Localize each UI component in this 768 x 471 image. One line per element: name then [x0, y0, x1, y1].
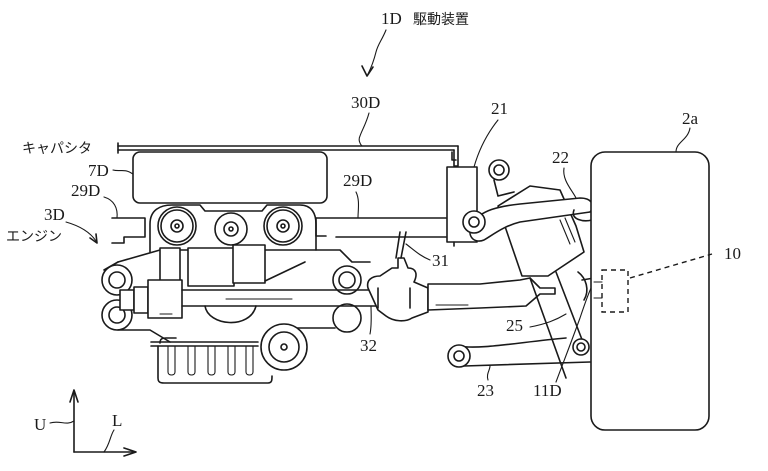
upper-arm-label: 22 — [552, 148, 569, 167]
title-leader — [367, 29, 387, 75]
up-axis-label: U — [34, 415, 46, 434]
upper-arm-leader — [563, 167, 577, 199]
up-arrow-icon — [69, 389, 79, 403]
rack-joint-leader — [405, 243, 431, 261]
capacitor-box — [132, 151, 328, 204]
title-ref-label: 1D — [381, 9, 402, 28]
bracket-left-label: 29D — [71, 181, 100, 200]
steering-unit-leader — [555, 285, 593, 383]
left-axis-label: L — [112, 411, 122, 430]
bracket-right — [315, 217, 447, 238]
engine-leader — [65, 221, 97, 242]
rack-shaft-leader — [369, 305, 372, 335]
title-text-label: 駆動装置 — [413, 12, 469, 28]
upper-arm — [462, 197, 594, 242]
lower-arm — [447, 337, 591, 368]
left-axis-leader — [103, 429, 115, 453]
left-arrow-icon — [123, 447, 137, 457]
bracket-right-label: 29D — [343, 171, 372, 190]
bracket-left — [111, 217, 146, 244]
engine-arrow-icon — [89, 233, 98, 244]
wheel — [590, 151, 710, 431]
engine-text-label: エンジン — [6, 229, 62, 245]
rack-shaft — [119, 279, 379, 319]
sensor-label: 10 — [724, 244, 741, 263]
lower-arm-leader — [486, 365, 491, 381]
capacitor-leader — [112, 169, 134, 175]
bracket-left-leader — [103, 196, 118, 219]
tie-rod — [427, 277, 556, 311]
knuckle-leader — [529, 313, 567, 328]
cover-leader — [358, 112, 370, 147]
rack-joint-label: 31 — [432, 251, 449, 270]
capacitor-ref-label: 7D — [88, 161, 109, 180]
capacitor-text-label: キャパシタ — [22, 141, 92, 157]
sensor-ticks — [593, 281, 603, 299]
engine — [101, 204, 371, 384]
cover-label: 30D — [351, 93, 380, 112]
actuator-label: 21 — [491, 99, 508, 118]
title-arrow-icon — [361, 65, 374, 77]
rack-joint — [366, 231, 429, 322]
steering-unit-label: 11D — [533, 381, 562, 400]
sensor-box — [601, 269, 629, 313]
engine-ref-label: 3D — [44, 205, 65, 224]
cover-plate — [117, 142, 459, 167]
title-group: 1D 駆動装置 — [361, 9, 469, 77]
wheel-leader — [675, 127, 691, 153]
knuckle-label: 25 — [506, 316, 523, 335]
actuator-leader — [473, 119, 499, 168]
up-axis-leader — [49, 420, 75, 424]
bracket-right-leader — [355, 191, 360, 219]
rack-shaft-label: 32 — [360, 336, 377, 355]
wheel-label: 2a — [682, 109, 699, 128]
axes-indicator — [49, 389, 137, 457]
lower-arm-label: 23 — [477, 381, 494, 400]
